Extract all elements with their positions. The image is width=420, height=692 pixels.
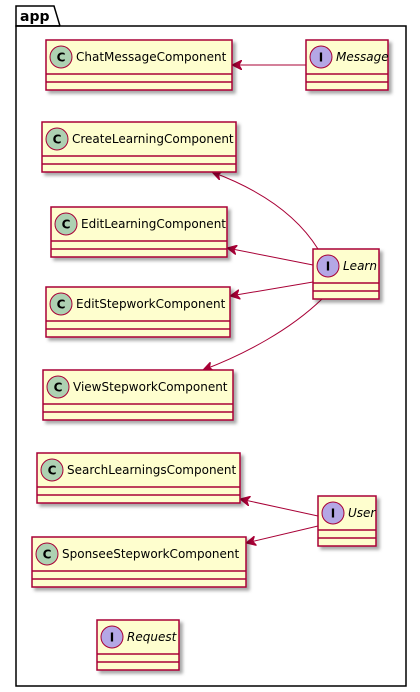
interface-message: I Message bbox=[305, 39, 389, 91]
relations-layer bbox=[203, 65, 323, 543]
stereotype-letter: C bbox=[57, 298, 66, 312]
interface-stereotype-icon bbox=[321, 501, 345, 525]
relation-learn-editstep bbox=[230, 281, 314, 296]
package-label: app bbox=[20, 9, 50, 25]
interface-name: User bbox=[348, 506, 376, 520]
class-chat: C ChatMessageComponent bbox=[45, 39, 233, 91]
class-editstep: C EditStepworkComponent bbox=[45, 286, 231, 338]
stereotype-letter: C bbox=[62, 218, 71, 232]
stereotype-letter: C bbox=[48, 464, 57, 478]
interface-stereotype-icon bbox=[316, 254, 340, 278]
class-stereotype-icon bbox=[49, 45, 73, 69]
class-name: SponseeStepworkComponent bbox=[62, 547, 240, 561]
stereotype-letter: C bbox=[43, 548, 52, 562]
stereotype-letter: I bbox=[319, 51, 323, 65]
class-stereotype-icon bbox=[49, 292, 73, 316]
class-sponsee: C SponseeStepworkComponent bbox=[31, 536, 247, 588]
stereotype-letter: C bbox=[53, 133, 62, 147]
interface-request: I Request bbox=[96, 619, 180, 671]
class-stereotype-icon bbox=[46, 375, 70, 399]
interface-stereotype-icon bbox=[309, 45, 333, 69]
class-name: ChatMessageComponent bbox=[76, 50, 227, 64]
class-name: SearchLearningsComponent bbox=[67, 463, 237, 477]
class-edit: C EditLearningComponent bbox=[50, 206, 228, 258]
relation-user-sponsee bbox=[246, 525, 319, 543]
interface-name: Message bbox=[336, 50, 389, 64]
relation-user-search bbox=[240, 499, 319, 517]
stereotype-letter: I bbox=[110, 631, 114, 645]
interface-name: Learn bbox=[343, 259, 377, 273]
interface-stereotype-icon bbox=[100, 625, 124, 649]
class-create: C CreateLearningComponent bbox=[41, 121, 237, 173]
interface-user: I User bbox=[317, 495, 377, 547]
relation-learn-create bbox=[212, 172, 319, 250]
class-stereotype-icon bbox=[54, 212, 78, 236]
class-name: CreateLearningComponent bbox=[72, 132, 234, 146]
class-viewstep: C ViewStepworkComponent bbox=[42, 369, 234, 421]
stereotype-letter: I bbox=[331, 507, 335, 521]
stereotype-letter: C bbox=[57, 51, 66, 65]
stereotype-letter: C bbox=[54, 381, 63, 395]
class-stereotype-icon bbox=[45, 127, 69, 151]
class-name: ViewStepworkComponent bbox=[73, 380, 228, 394]
relation-learn-viewstep bbox=[203, 298, 323, 370]
interface-learn: I Learn bbox=[312, 248, 380, 300]
relation-learn-edit bbox=[227, 248, 314, 266]
class-name: EditLearningComponent bbox=[81, 217, 226, 231]
stereotype-letter: I bbox=[326, 260, 330, 274]
class-name: EditStepworkComponent bbox=[76, 297, 226, 311]
interface-name: Request bbox=[127, 630, 178, 644]
class-search: C SearchLearningsComponent bbox=[36, 452, 241, 504]
class-stereotype-icon bbox=[35, 542, 59, 566]
class-stereotype-icon bbox=[40, 458, 64, 482]
